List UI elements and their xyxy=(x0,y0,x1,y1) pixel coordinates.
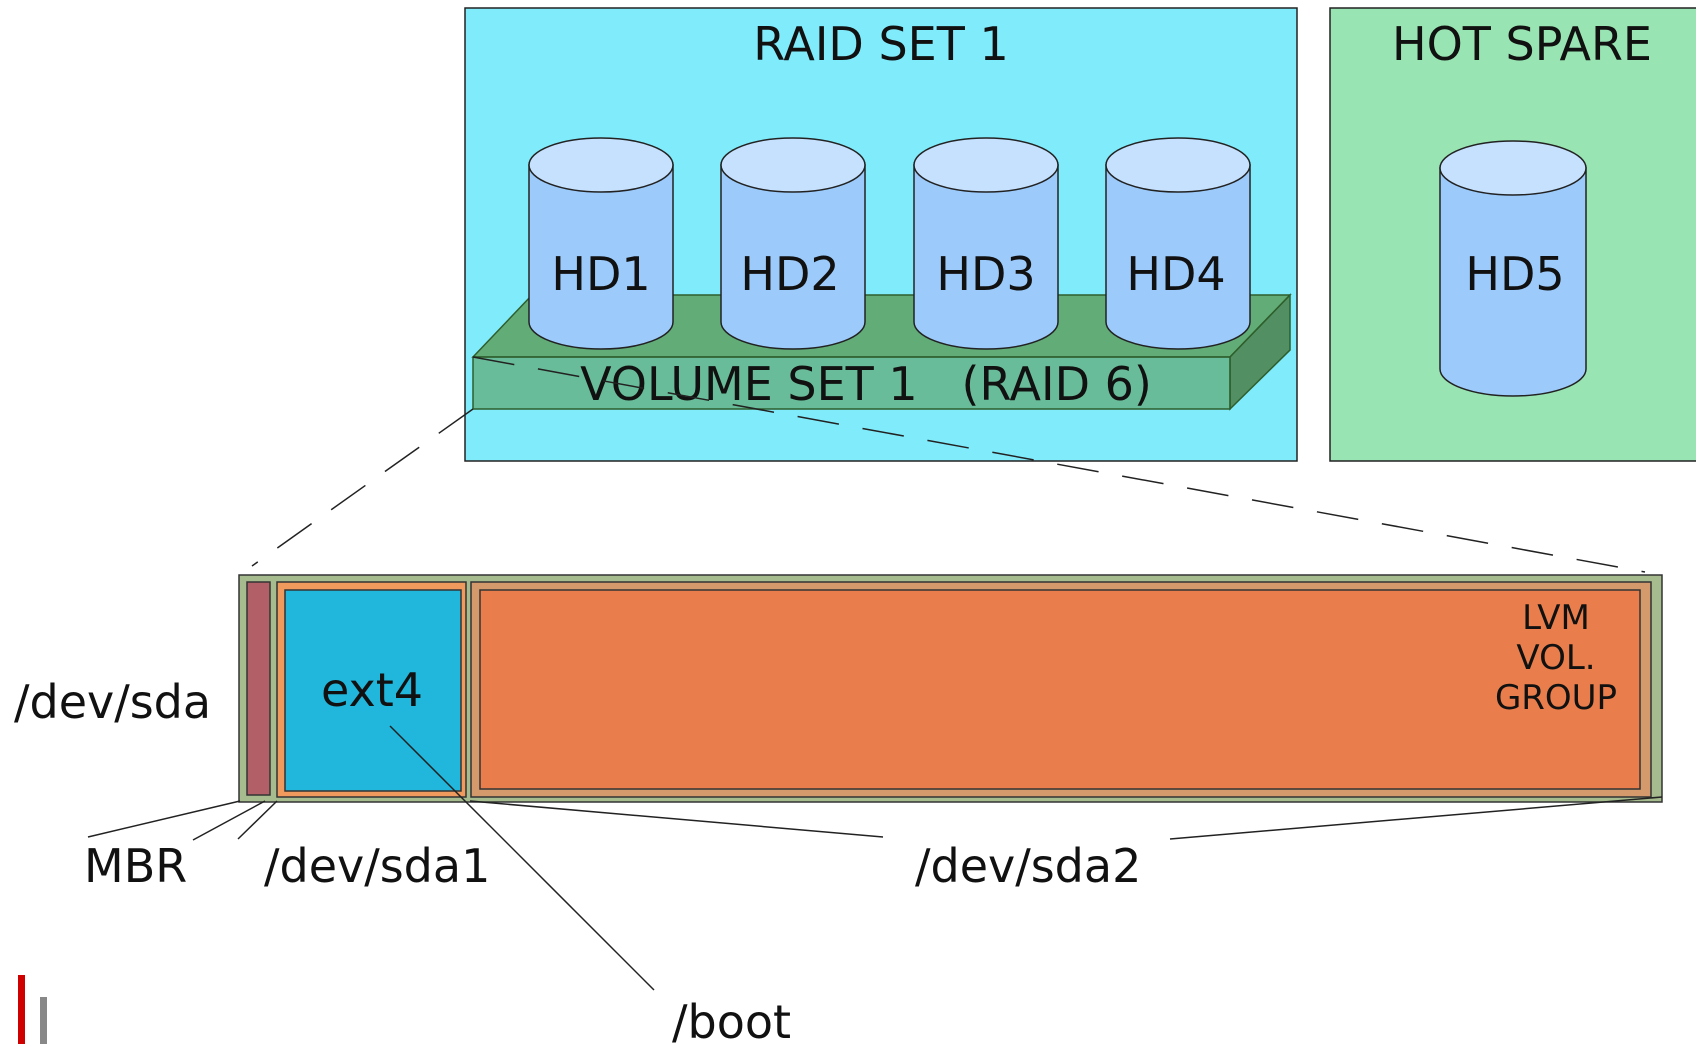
disk-hd5: HD5 xyxy=(1439,140,1587,397)
sda2-leader-right xyxy=(1169,796,1663,840)
logo-gray-bar xyxy=(40,997,47,1044)
disk-hd4-body xyxy=(1105,164,1251,350)
disk-hd5-body xyxy=(1439,167,1587,397)
disk-hd4-label: HD4 xyxy=(1126,247,1225,301)
disk-hd5-top xyxy=(1439,140,1587,196)
lvm-label-line-2: VOL. xyxy=(1516,638,1595,678)
disk-hd1-top xyxy=(528,137,674,193)
projection-lines xyxy=(251,356,1646,573)
disk-hd1-label: HD1 xyxy=(551,247,650,301)
volume-set-label: VOLUME SET 1 (RAID 6) xyxy=(580,357,1152,411)
ext4-label: ext4 xyxy=(321,663,423,717)
disk-hd1-body xyxy=(528,164,674,350)
projection-line-left xyxy=(251,408,474,567)
hot-spare-title: HOT SPARE xyxy=(1392,17,1652,71)
corner-logo xyxy=(18,975,47,1044)
sda2-label: /dev/sda2 xyxy=(915,839,1141,893)
mbr-leader-1 xyxy=(87,800,241,838)
disk-hd5-label: HD5 xyxy=(1465,247,1564,301)
disk-hd2: HD2 xyxy=(720,137,866,350)
device-sda-bar: ext4 LVM VOL. GROUP xyxy=(238,574,1663,803)
boot-mount-label: /boot xyxy=(672,995,791,1044)
disk-hd3: HD3 xyxy=(913,137,1059,350)
mbr-block xyxy=(246,581,271,796)
boot-leader xyxy=(389,725,655,991)
disk-hd2-top xyxy=(720,137,866,193)
mbr-leader-2 xyxy=(192,800,266,841)
disk-hd2-body xyxy=(720,164,866,350)
disk-hd2-label: HD2 xyxy=(740,247,839,301)
disk-hd4: HD4 xyxy=(1105,137,1251,350)
mbr-label: MBR xyxy=(84,839,187,893)
sda2-leader-left xyxy=(469,800,884,838)
disk-hd3-body xyxy=(913,164,1059,350)
disk-hd1: HD1 xyxy=(528,137,674,350)
disk-hd3-top xyxy=(913,137,1059,193)
disk-hd3-label: HD3 xyxy=(936,247,1035,301)
lvm-volume-group xyxy=(479,589,1641,790)
projection-line-right xyxy=(472,356,1646,573)
device-sda-label: /dev/sda xyxy=(14,675,211,729)
sda1-leader xyxy=(237,800,278,840)
sda1-label: /dev/sda1 xyxy=(264,839,490,893)
lvm-label-line-1: LVM xyxy=(1522,598,1590,638)
volume-set-slab xyxy=(471,293,1292,411)
volume-slab-front: VOLUME SET 1 (RAID 6) xyxy=(472,356,1231,411)
leader-lines xyxy=(87,725,1663,991)
volume-slab-front-face xyxy=(472,356,1231,410)
raid-set-title: RAID SET 1 xyxy=(753,17,1008,71)
lvm-label-line-3: GROUP xyxy=(1495,678,1617,718)
ext4-filesystem xyxy=(284,589,462,792)
disk-hd4-top xyxy=(1105,137,1251,193)
logo-red-bar xyxy=(18,975,25,1044)
